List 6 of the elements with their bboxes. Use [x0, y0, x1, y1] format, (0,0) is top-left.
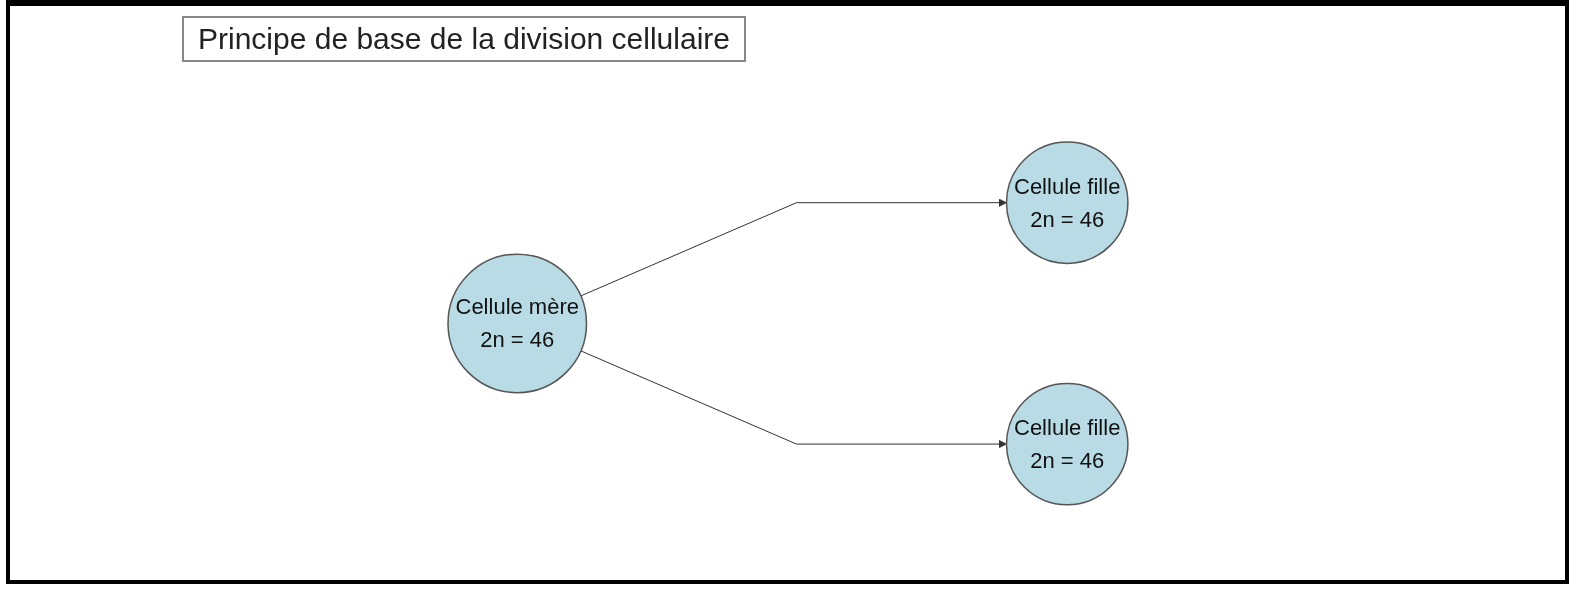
- node-circle: Cellule mère 2n = 46: [446, 253, 587, 393]
- title-box: Principe de base de la division cellulaire: [182, 16, 746, 62]
- node-circle: Cellule fille 2n = 46: [1005, 382, 1129, 506]
- node-circle: Cellule fille 2n = 46: [1005, 140, 1129, 264]
- arrow: [579, 349, 1007, 449]
- arrow: [579, 197, 1007, 297]
